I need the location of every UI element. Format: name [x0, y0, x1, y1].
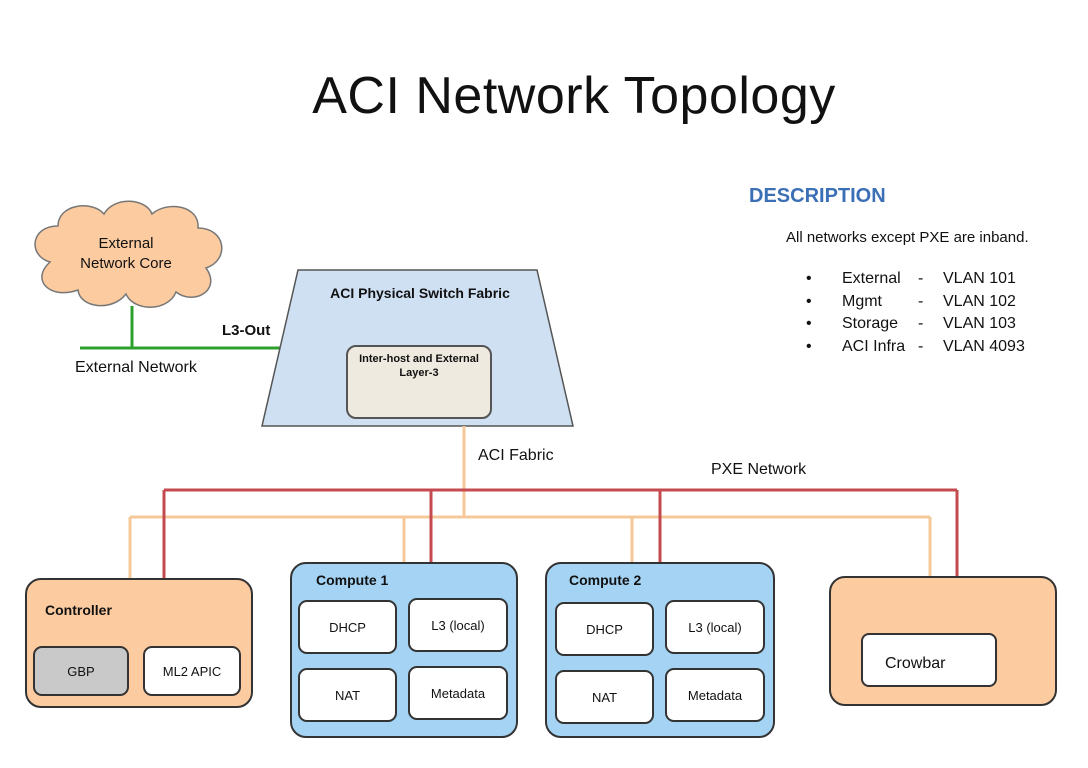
external-network-label: External Network — [75, 359, 197, 376]
l3-local-box: L3 (local) — [665, 600, 765, 654]
vlan-item-mgmt: • Mgmt - VLAN 102 — [806, 293, 1056, 316]
vlan-id: VLAN 101 — [943, 270, 1016, 287]
compute-2-title: Compute 2 — [569, 572, 642, 588]
vlan-item-storage: • Storage - VLAN 103 — [806, 315, 1056, 338]
crowbar-box: Crowbar — [861, 633, 997, 687]
crowbar-node: Crowbar — [829, 576, 1057, 706]
compute-1-title: Compute 1 — [316, 572, 389, 588]
compute-1-node: Compute 1 DHCP L3 (local) NAT Metadata — [290, 562, 518, 738]
vlan-id: VLAN 103 — [943, 315, 1016, 332]
dhcp-box: DHCP — [555, 602, 654, 656]
vlan-item-aci-infra: • ACI Infra - VLAN 4093 — [806, 338, 1056, 361]
cloud-label-line1: External — [98, 235, 154, 252]
description-heading: DESCRIPTION — [749, 185, 886, 207]
vlan-dash: - — [918, 337, 924, 355]
l3-local-box: L3 (local) — [408, 598, 508, 652]
vlan-name: Mgmt — [842, 292, 882, 310]
nat-box: NAT — [555, 670, 654, 724]
vlan-list: • External - VLAN 101 • Mgmt - VLAN 102 … — [806, 270, 1056, 360]
vlan-dash: - — [918, 315, 924, 332]
fabric-title: ACI Physical Switch Fabric — [330, 285, 510, 301]
dhcp-box: DHCP — [298, 600, 397, 654]
aci-fabric-label: ACI Fabric — [478, 447, 554, 464]
gbp-box: GBP — [33, 646, 129, 696]
pxe-network-label: PXE Network — [711, 461, 807, 478]
aci-fabric-links — [128, 426, 932, 580]
bullet-icon: • — [806, 315, 812, 332]
controller-node: Controller GBP ML2 APIC — [25, 578, 253, 708]
external-network-core-cloud — [34, 200, 223, 308]
description-text: All networks except PXE are inband. — [786, 229, 1029, 246]
inter-host-layer3-box: Inter-host and External Layer-3 — [346, 345, 492, 419]
vlan-dash: - — [918, 270, 924, 287]
page-title: ACI Network Topology — [312, 67, 836, 125]
inner-box-line2: Layer-3 — [399, 367, 439, 379]
bullet-icon: • — [806, 270, 812, 287]
vlan-id: VLAN 4093 — [943, 337, 1025, 355]
vlan-id: VLAN 102 — [943, 292, 1016, 310]
vlan-name: ACI Infra — [842, 337, 906, 355]
controller-title: Controller — [45, 602, 112, 618]
vlan-dash: - — [918, 292, 924, 310]
pxe-network-links — [162, 488, 959, 580]
inner-box-line1: Inter-host and External — [359, 353, 479, 365]
bullet-icon: • — [806, 292, 812, 310]
external-network-link — [80, 306, 282, 350]
metadata-box: Metadata — [665, 668, 765, 722]
ml2-apic-box: ML2 APIC — [143, 646, 241, 696]
vlan-item-external: • External - VLAN 101 — [806, 270, 1056, 293]
metadata-box: Metadata — [408, 666, 508, 720]
vlan-name: Storage — [842, 315, 899, 332]
compute-2-node: Compute 2 DHCP L3 (local) NAT Metadata — [545, 562, 775, 738]
cloud-label-line2: Network Core — [80, 255, 172, 272]
bullet-icon: • — [806, 337, 812, 355]
nat-box: NAT — [298, 668, 397, 722]
l3-out-label: L3-Out — [222, 322, 271, 339]
external-network-core-label: External Network Core — [62, 234, 190, 274]
vlan-name: External — [842, 270, 901, 287]
